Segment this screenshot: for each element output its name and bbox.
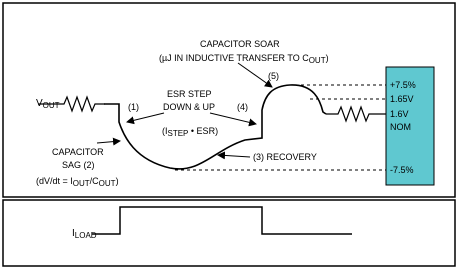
upper-frame xyxy=(2,2,456,198)
tolerance-nom-label: NOM xyxy=(390,122,411,132)
voltage-waveform xyxy=(104,84,327,170)
esr-step-formula: (ISTEP • ESR) xyxy=(162,126,218,138)
lower-frame xyxy=(2,199,456,267)
tolerance-1-6v-label: 1.6V xyxy=(390,109,409,119)
iload-label: ILOAD xyxy=(72,228,97,240)
left-resistor-symbol xyxy=(38,95,105,113)
tolerance-box xyxy=(385,66,435,186)
load-current-waveform xyxy=(92,206,352,235)
step-5-label: (5) xyxy=(268,71,279,81)
esr-step-line2: DOWN & UP xyxy=(163,102,215,112)
esr-step-right-arrow xyxy=(209,112,257,127)
tolerance-1-65v-label: 1.65V xyxy=(390,94,414,104)
recovery-arrow xyxy=(217,151,251,160)
capacitor-sag-line2: SAG (2) xyxy=(62,160,95,170)
esr-step-left-arrow xyxy=(126,112,165,125)
capacitor-sag-formula: (dV/dt = IOUT/COUT) xyxy=(36,176,119,188)
right-resistor-symbol xyxy=(326,105,386,123)
capacitor-sag-line1: CAPACITOR xyxy=(52,147,104,157)
capacitor-soar-arrow xyxy=(237,62,273,88)
step-4-label: (4) xyxy=(237,102,248,112)
step-1-label: (1) xyxy=(128,102,139,112)
tolerance-minus-label: -7.5% xyxy=(390,165,414,175)
capacitor-sag-arrow xyxy=(96,137,121,146)
esr-step-line1: ESR STEP xyxy=(167,89,212,99)
vout-label: VOUT xyxy=(36,98,60,110)
recovery-label: (3) RECOVERY xyxy=(253,152,317,162)
tolerance-plus-label: +7.5% xyxy=(390,80,416,90)
capacitor-soar-detail: (µJ IN INDUCTIVE TRANSFER TO COUT) xyxy=(159,53,329,65)
capacitor-soar-title: CAPACITOR SOAR xyxy=(200,39,280,49)
